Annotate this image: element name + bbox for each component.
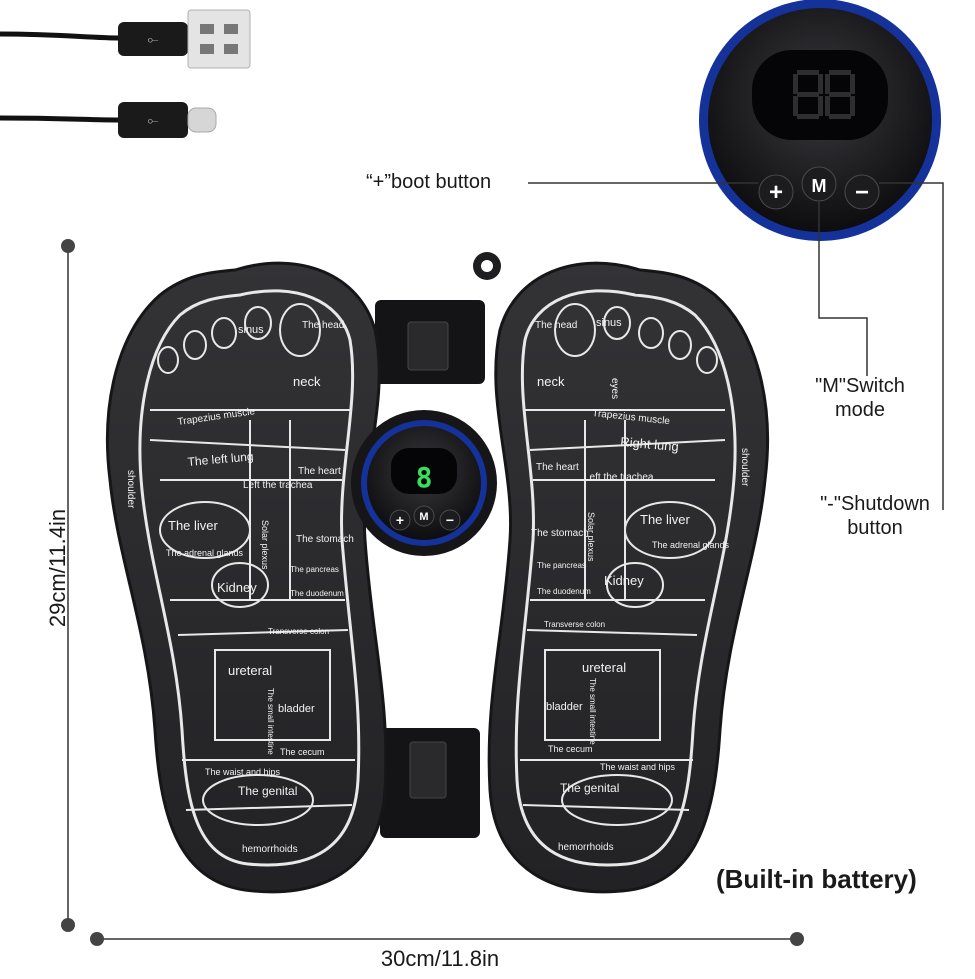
svg-text:M: M <box>419 511 428 523</box>
svg-text:The cecum: The cecum <box>548 744 593 754</box>
svg-text:The small intestine: The small intestine <box>588 678 597 745</box>
height-dimension-label: 29cm/11.4in <box>45 508 70 628</box>
switch-mode-label-line1: "M"Switch <box>815 375 905 397</box>
svg-text:eyes: eyes <box>609 378 620 399</box>
usb-c-cable-icon: ⟜ <box>0 102 217 138</box>
svg-text:Left the trachea: Left the trachea <box>243 480 313 491</box>
svg-text:Left the trachea: Left the trachea <box>584 472 654 483</box>
svg-text:The duodenum: The duodenum <box>537 587 591 596</box>
svg-text:Transverse colon: Transverse colon <box>544 620 605 629</box>
display-screen <box>752 50 888 140</box>
hinge-top <box>375 300 485 384</box>
svg-text:The liver: The liver <box>640 512 691 527</box>
svg-text:ureteral: ureteral <box>228 663 272 678</box>
mode-button[interactable]: M <box>413 505 435 527</box>
plus-button[interactable]: + <box>389 509 411 531</box>
svg-text:Transverse colon: Transverse colon <box>268 627 329 636</box>
svg-text:⟜: ⟜ <box>147 112 158 128</box>
callout-lines <box>528 182 944 510</box>
svg-text:−: − <box>855 179 869 206</box>
hanging-loop <box>473 252 501 280</box>
svg-text:The adrenal glands: The adrenal glands <box>166 548 244 558</box>
svg-text:+: + <box>396 512 404 528</box>
built-in-battery-note: (Built-in battery) <box>716 864 917 894</box>
svg-text:shoulder: shoulder <box>739 448 750 487</box>
controller-closeup: + M − <box>699 0 941 241</box>
svg-text:The waist and hips: The waist and hips <box>205 767 281 777</box>
svg-text:The genital: The genital <box>238 784 297 798</box>
svg-text:The cecum: The cecum <box>280 747 325 757</box>
svg-text:+: + <box>769 179 783 206</box>
usb-cable-icon: ⟜ <box>0 9 251 69</box>
svg-text:The stomach: The stomach <box>296 534 354 545</box>
boot-button-label: “+”boot button <box>366 171 492 193</box>
svg-text:The heart: The heart <box>298 466 341 477</box>
svg-text:neck: neck <box>537 374 565 389</box>
svg-text:The liver: The liver <box>168 518 219 533</box>
svg-text:The head: The head <box>302 320 344 331</box>
svg-text:Right lung: Right lung <box>620 434 680 454</box>
svg-text:M: M <box>812 176 827 196</box>
minus-button-closeup[interactable]: − <box>844 174 880 210</box>
hinge-bottom <box>380 728 480 838</box>
switch-mode-label-line2: mode <box>834 399 886 421</box>
svg-text:The left lung: The left lung <box>187 449 254 469</box>
svg-text:Solar plexus: Solar plexus <box>586 512 596 562</box>
controller-on-mat: 8 + M − <box>351 410 497 556</box>
right-foot-pad: The head sinus neck eyes Trapezius muscl… <box>487 261 769 894</box>
switch-mode-label: "M"Switch mode <box>795 374 925 422</box>
display-digit-closeup <box>793 70 855 119</box>
svg-text:The head: The head <box>535 320 577 331</box>
shutdown-button-label-line1: "-"Shutdown <box>820 493 930 515</box>
minus-button[interactable]: − <box>439 509 461 531</box>
svg-text:bladder: bladder <box>546 701 583 713</box>
display-digit: 8 <box>416 461 433 494</box>
svg-text:The duodenum: The duodenum <box>290 589 344 598</box>
svg-text:Solar plexus: Solar plexus <box>260 520 270 570</box>
svg-text:sinus: sinus <box>596 317 622 329</box>
svg-text:neck: neck <box>293 374 321 389</box>
width-dimension-line <box>90 932 804 946</box>
svg-text:The adrenal glands: The adrenal glands <box>652 540 730 550</box>
width-dimension-label: 30cm/11.8in <box>380 946 500 971</box>
svg-text:sinus: sinus <box>238 324 264 336</box>
svg-text:The stomach: The stomach <box>531 528 589 539</box>
svg-text:ureteral: ureteral <box>582 660 626 675</box>
svg-text:The small intestine: The small intestine <box>266 688 275 755</box>
svg-text:The pancreas: The pancreas <box>290 565 339 574</box>
height-dimension-line <box>61 239 75 932</box>
svg-text:⟜: ⟜ <box>147 31 158 47</box>
plus-button-closeup[interactable]: + <box>758 174 794 210</box>
svg-text:The waist and hips: The waist and hips <box>600 762 676 772</box>
shutdown-button-label-line2: button <box>847 517 903 539</box>
svg-text:Kidney: Kidney <box>604 573 644 588</box>
svg-text:The pancreas: The pancreas <box>537 561 586 570</box>
svg-text:bladder: bladder <box>278 703 315 715</box>
left-foot-pad: sinus The head neck Trapezius muscle The… <box>106 261 388 894</box>
svg-text:The heart: The heart <box>536 462 579 473</box>
display-screen-small <box>391 448 457 494</box>
svg-text:hemorrhoids: hemorrhoids <box>558 842 614 853</box>
svg-text:The genital: The genital <box>560 781 619 795</box>
svg-text:hemorrhoids: hemorrhoids <box>242 844 298 855</box>
mode-button-closeup[interactable]: M <box>801 166 837 202</box>
svg-text:−: − <box>446 512 454 528</box>
shutdown-button-label: "-"Shutdown button <box>800 492 950 540</box>
svg-text:Kidney: Kidney <box>217 580 257 595</box>
svg-text:shoulder: shoulder <box>125 470 136 509</box>
